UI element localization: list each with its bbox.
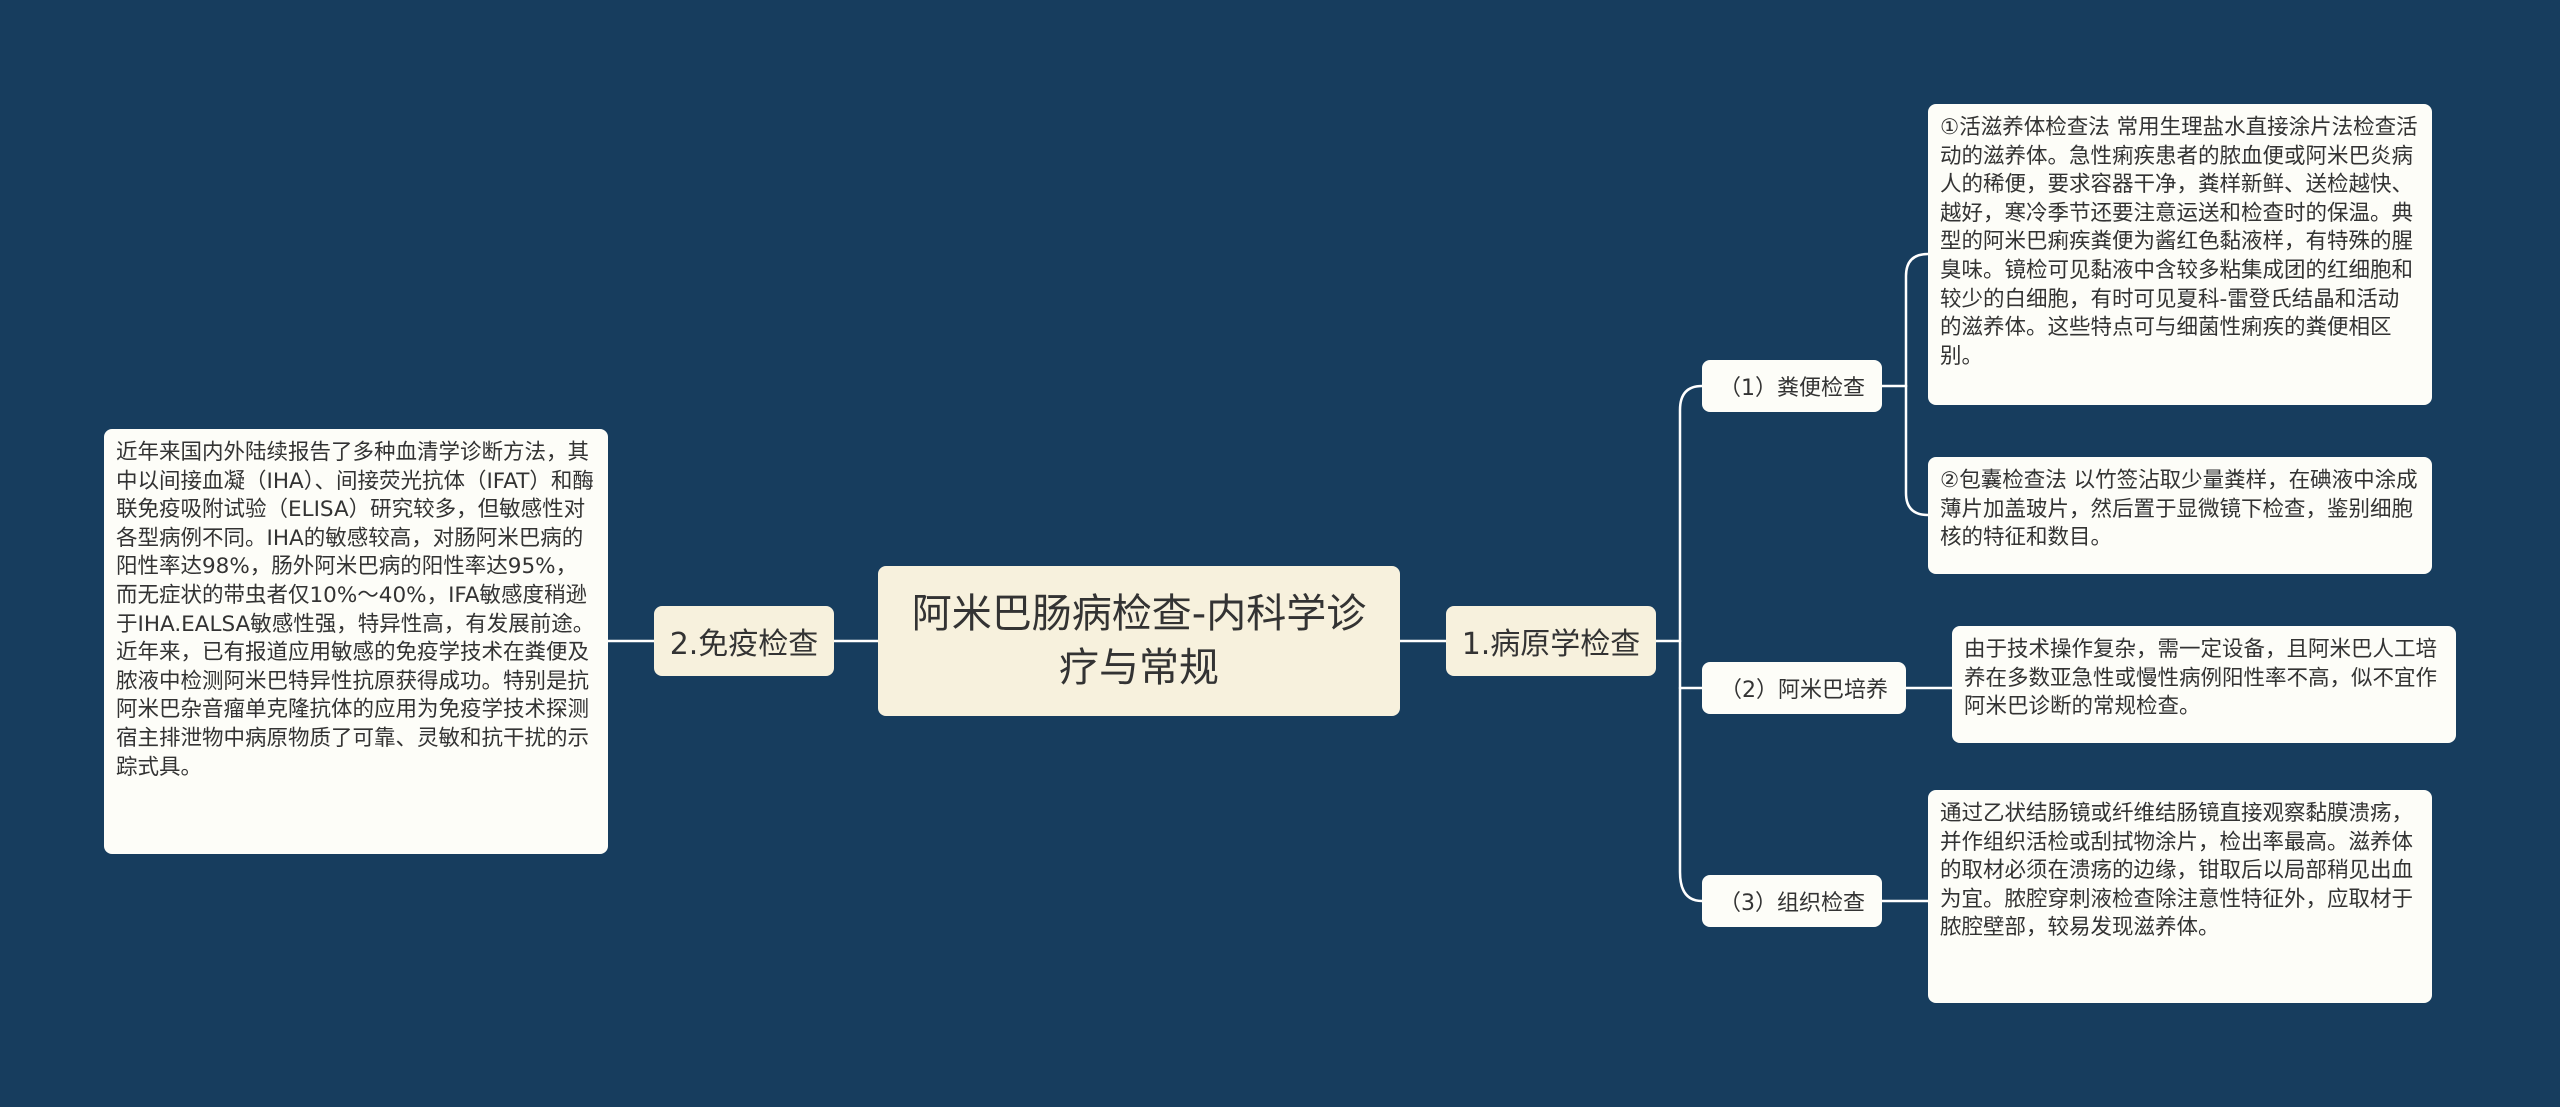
sub-tissue-exam[interactable]: （3）组织检查	[1702, 875, 1882, 927]
sub-label: （2）阿米巴培养	[1720, 678, 1888, 703]
link-sub1-leaf2	[1904, 384, 1930, 517]
leaf-immune-detail[interactable]: 近年来国内外陆续报告了多种血清学诊断方法，其中以间接血凝（IHA）、间接荧光抗体…	[104, 429, 608, 854]
root-label: 阿米巴肠病检查-内科学诊疗与常规	[911, 591, 1367, 691]
leaf-tissue-detail[interactable]: 通过乙状结肠镜或纤维结肠镜直接观察黏膜溃疡，并作组织活检或刮拭物涂片，检出率最高…	[1928, 790, 2432, 1003]
link-trunk-1	[1678, 384, 1704, 903]
branch-label: 2.免疫检查	[669, 627, 819, 662]
branch-pathogen-exam[interactable]: 1.病原学检查	[1446, 606, 1656, 676]
leaf-cyst-method[interactable]: ②包囊检查法 以竹签沾取少量粪样，在碘液中涂成薄片加盖玻片，然后置于显微镜下检查…	[1928, 457, 2432, 574]
sub-amoeba-culture[interactable]: （2）阿米巴培养	[1702, 662, 1906, 714]
branch-label: 1.病原学检查	[1461, 627, 1641, 662]
sub-label: （1）粪便检查	[1719, 376, 1865, 401]
root-node[interactable]: 阿米巴肠病检查-内科学诊疗与常规	[878, 566, 1400, 716]
link-sub1-leaf1	[1904, 252, 1930, 388]
leaf-culture-detail[interactable]: 由于技术操作复杂，需一定设备，且阿米巴人工培养在多数亚急性或慢性病例阳性率不高，…	[1952, 626, 2456, 743]
branch-immune-exam[interactable]: 2.免疫检查	[654, 606, 834, 676]
sub-label: （3）组织检查	[1719, 891, 1865, 916]
sub-stool-exam[interactable]: （1）粪便检查	[1702, 360, 1882, 412]
leaf-trophozoite-method[interactable]: ①活滋养体检查法 常用生理盐水直接涂片法检查活动的滋养体。急性痢疾患者的脓血便或…	[1928, 104, 2432, 405]
